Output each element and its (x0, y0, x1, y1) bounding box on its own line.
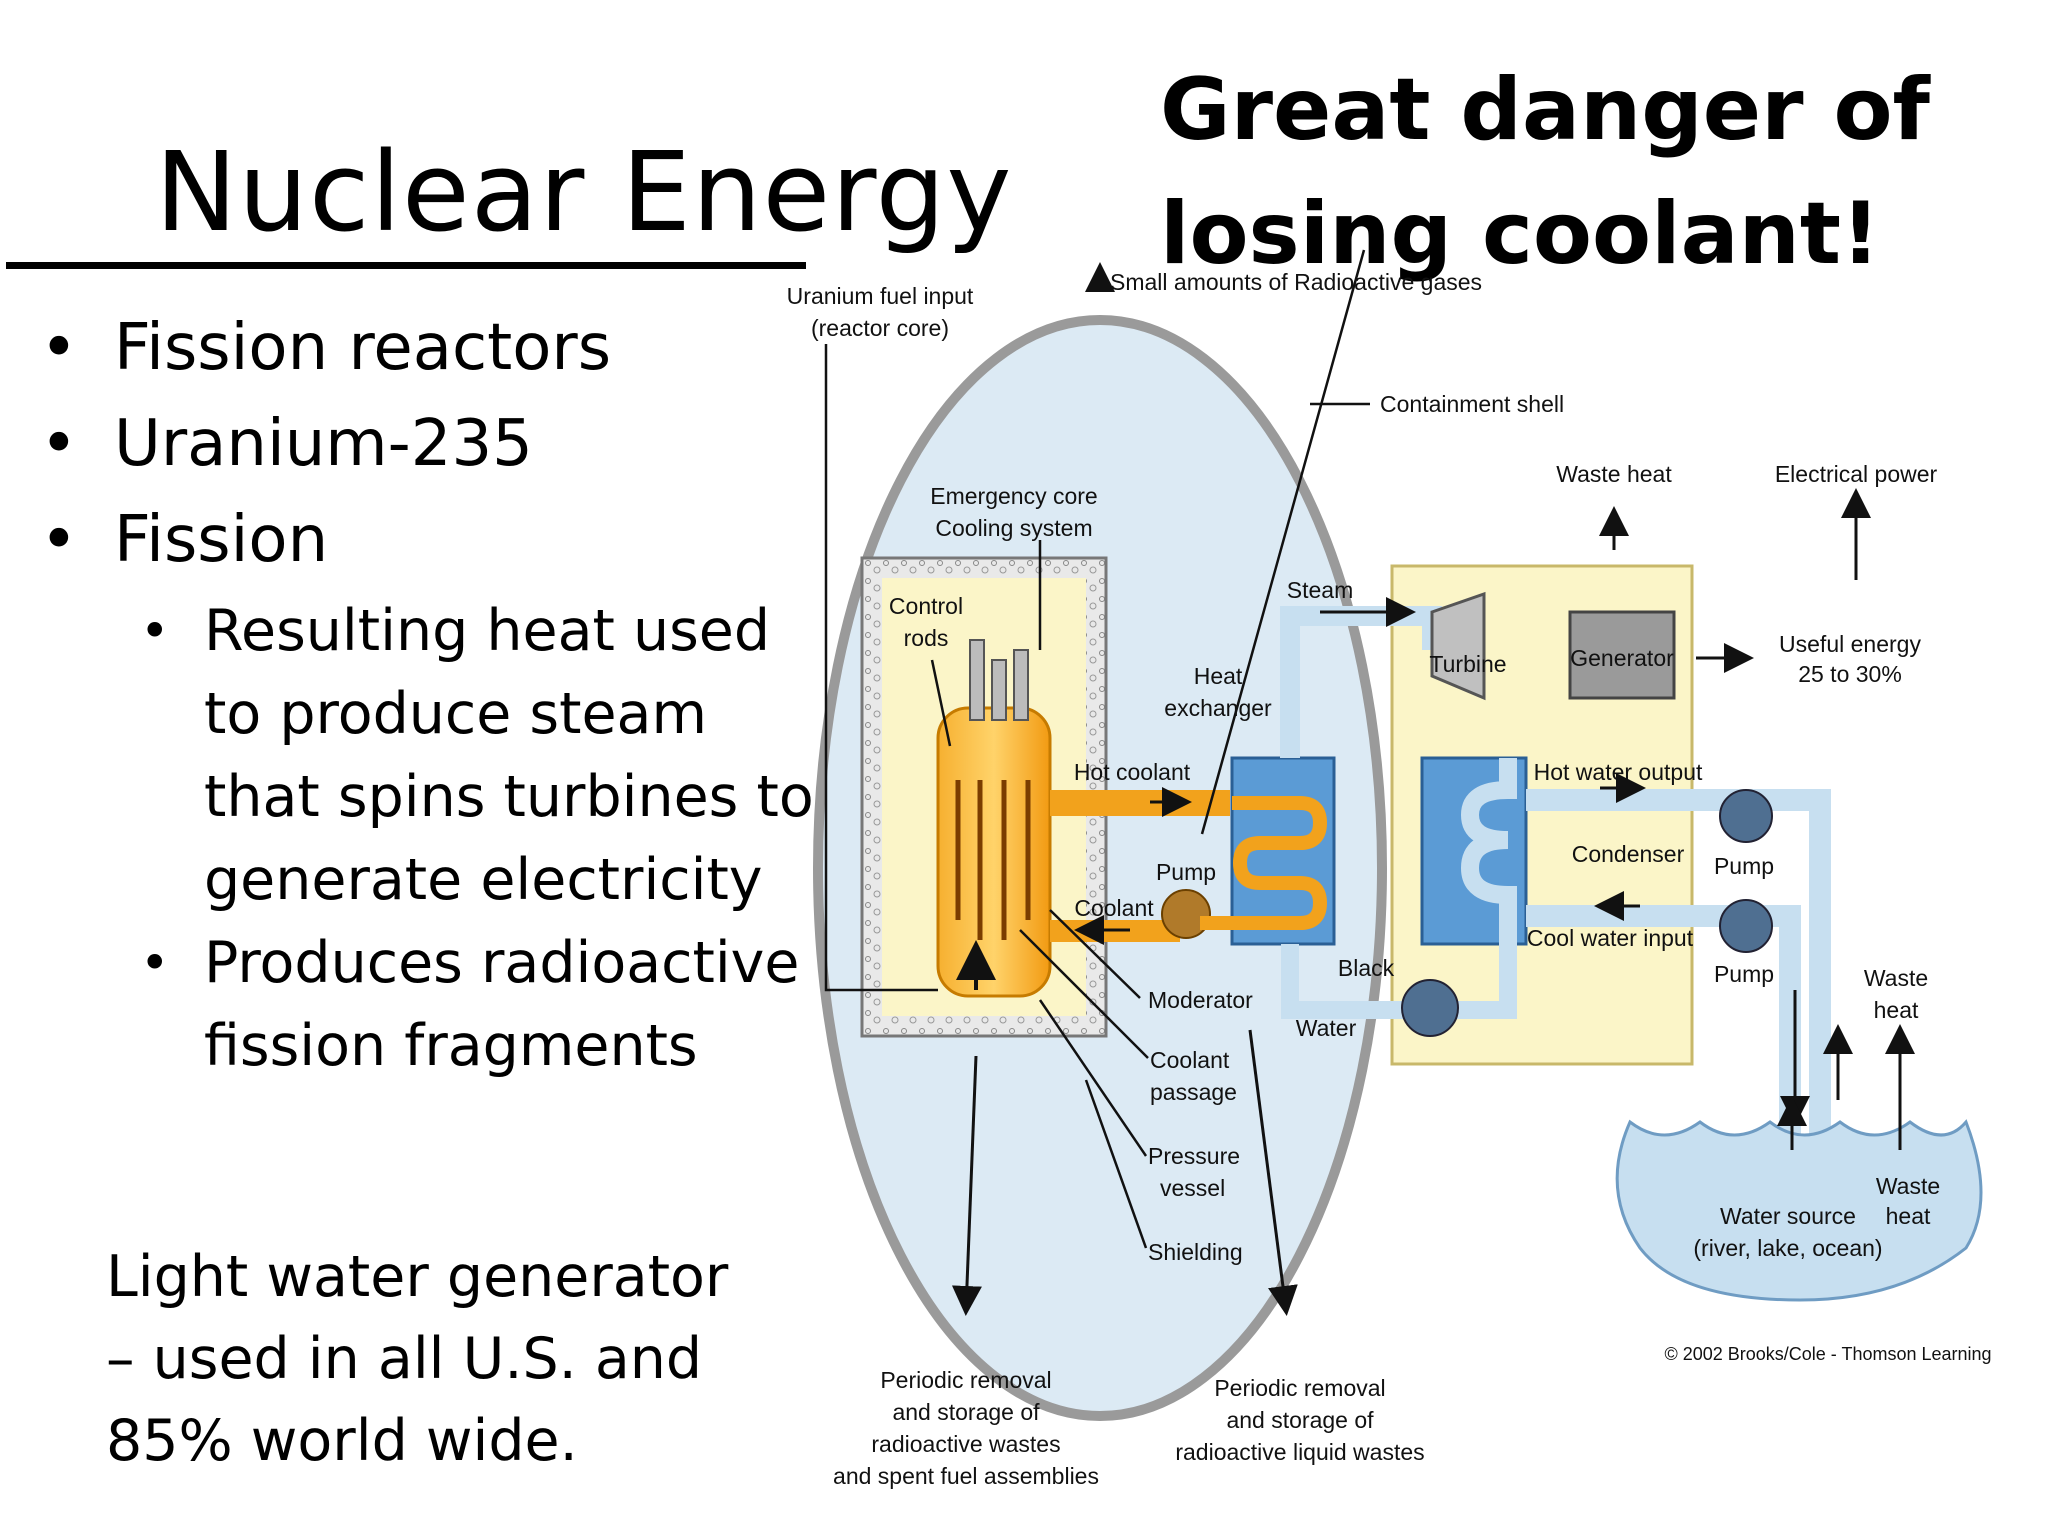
light-water-note: Light water generator – used in all U.S.… (106, 1236, 728, 1482)
label-electrical-power: Electrical power (1775, 461, 1938, 487)
hot-coolant-pipe (1050, 790, 1230, 816)
sub-bullet-line: Resulting heat used (204, 598, 771, 664)
slide-title: Nuclear Energy (155, 128, 1013, 256)
note-line: 85% world wide. (106, 1408, 578, 1474)
bullet-text: Fission reactors (114, 311, 612, 385)
bullet-dot-icon: • (140, 602, 170, 660)
label-cool-water-input: Cool water input (1527, 925, 1694, 951)
condensate-pipe (1281, 758, 1517, 1019)
pump-icon (1161, 889, 1211, 939)
callout-line-1: Great danger of (1160, 60, 1930, 160)
label-black: Black (1338, 955, 1395, 981)
pump-icon (1719, 899, 1773, 953)
label-pump-lower: Pump (1714, 961, 1774, 987)
bullet-text: Fission (114, 503, 329, 577)
bullet-text: Uranium-235 (114, 407, 533, 481)
label-pump-upper: Pump (1714, 853, 1774, 879)
label-pump-primary: Pump (1156, 859, 1216, 885)
sub-bullet-line: generate electricity (204, 847, 763, 913)
label-hot-water-output: Hot water output (1534, 759, 1703, 785)
callout-line-2: losing coolant! (1160, 184, 1881, 284)
heat-exchanger-coil (1200, 796, 1328, 930)
label-radioactive-gases: Small amounts of Radioactive gases (1110, 269, 1482, 295)
label-uranium-input: Uranium fuel input(reactor core) (787, 283, 974, 341)
sub-bullet-item: • Resulting heat used to produce steam t… (140, 590, 904, 922)
title-underline (6, 262, 806, 269)
sub-bullet-list: • Resulting heat used to produce steam t… (140, 590, 904, 1088)
pump-icon (1719, 789, 1773, 843)
bullet-item: • Fission (40, 492, 611, 588)
label-water-source: Water source(river, lake, ocean) (1693, 1203, 1882, 1261)
sub-bullet-line: fission fragments (204, 1013, 698, 1079)
callout-warning: Great danger of losing coolant! (1160, 48, 1930, 296)
water-source-shape (1615, 1119, 1983, 1302)
label-containment-shell: Containment shell (1380, 391, 1564, 417)
turbine-shape (1430, 591, 1486, 701)
bullet-dot-icon: • (40, 407, 78, 481)
label-water: Water (1296, 1015, 1357, 1041)
fuel-rods-shape (955, 780, 1031, 940)
reactor-core-shape (936, 706, 1052, 998)
bullet-item: • Fission reactors (40, 300, 611, 396)
label-coolant: Coolant (1074, 895, 1154, 921)
note-line: Light water generator (106, 1244, 729, 1310)
pump-icon (1401, 979, 1459, 1037)
label-waste-heat-top: Waste heat (1556, 461, 1672, 487)
label-turbine: Turbine (1429, 651, 1506, 677)
bullet-dot-icon: • (140, 934, 170, 992)
bullet-dot-icon: • (40, 503, 78, 577)
sub-bullet-line: Produces radioactive (204, 930, 800, 996)
label-condenser: Condenser (1572, 841, 1685, 867)
bullet-dot-icon: • (40, 311, 78, 385)
note-line: – used in all U.S. and (106, 1326, 703, 1392)
label-steam: Steam (1287, 577, 1353, 603)
label-shielding: Shielding (1148, 1239, 1243, 1265)
label-copyright: © 2002 Brooks/Cole - Thomson Learning (1664, 1344, 1991, 1364)
control-rods-shape (969, 639, 1029, 721)
label-hot-coolant: Hot coolant (1074, 759, 1191, 785)
label-moderator: Moderator (1148, 987, 1253, 1013)
sub-bullet-line: to produce steam (204, 681, 707, 747)
bullet-list: • Fission reactors • Uranium-235 • Fission (40, 300, 611, 588)
label-generator: Generator (1570, 645, 1674, 671)
bullet-item: • Uranium-235 (40, 396, 611, 492)
sub-bullet-line: that spins turbines to (204, 764, 814, 830)
sub-bullet-item: • Produces radioactive fission fragments (140, 922, 904, 1088)
generator-shape (1568, 610, 1676, 700)
